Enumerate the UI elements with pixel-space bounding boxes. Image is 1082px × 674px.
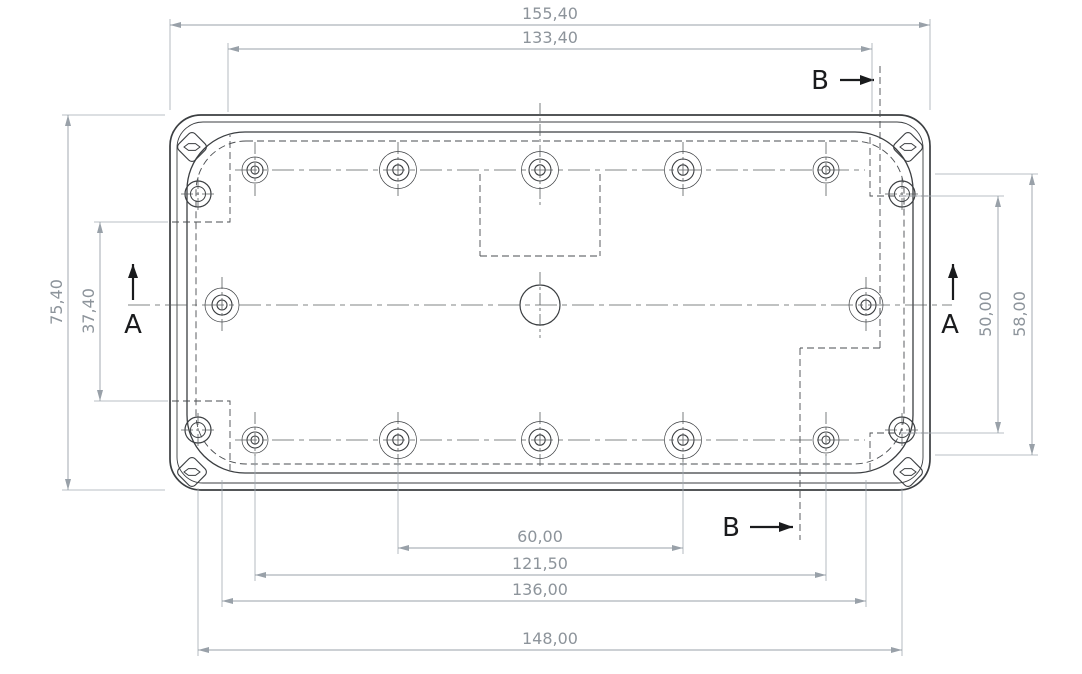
corner-screw-hole xyxy=(884,176,920,212)
dim-label-bottom-row-width: 121,50 xyxy=(512,554,568,573)
dimension-overall-width: 155,40 xyxy=(169,4,931,110)
dim-label-overall-width: 155,40 xyxy=(522,4,578,23)
dimension-bottom-boss-spacing: 60,00 xyxy=(397,462,684,554)
corner-screw-hole xyxy=(180,412,216,448)
dimension-right-outer-height: 58,00 xyxy=(935,173,1038,456)
enclosure-outline xyxy=(169,114,931,491)
section-b-bottom-label: B xyxy=(722,513,740,543)
dim-label-right-inner-height: 50,00 xyxy=(976,291,995,337)
dim-label-side-boss-spacing: 136,00 xyxy=(512,580,568,599)
dim-label-bottom-boss-spacing: 60,00 xyxy=(517,527,563,546)
corner-screw-hole xyxy=(884,412,920,448)
dimension-mounting-hole-spacing: 148,00 xyxy=(197,488,903,656)
dimension-bottom-row-width: 121,50 xyxy=(254,456,827,581)
section-b-cut-line xyxy=(799,66,881,540)
dim-label-right-outer-height: 58,00 xyxy=(1010,291,1029,337)
corner-latch-icon xyxy=(891,130,925,164)
inner-hidden-edge xyxy=(195,140,905,465)
outer-edge-inner-step xyxy=(176,121,924,484)
dimension-left-partial-height: 37,40 xyxy=(79,221,168,402)
section-b-top-label: B xyxy=(811,66,829,96)
hidden-edges xyxy=(172,135,928,470)
dimension-overall-height: 75,40 xyxy=(47,114,165,491)
section-marks: B B A A xyxy=(124,66,959,543)
dimension-inner-width: 133,40 xyxy=(227,28,873,112)
dim-label-left-partial-height: 37,40 xyxy=(79,288,98,334)
section-a-right-label: A xyxy=(941,310,959,340)
outer-edge xyxy=(169,114,931,491)
inner-wall-edge xyxy=(186,131,914,474)
dim-label-mounting-hole-spacing: 148,00 xyxy=(522,629,578,648)
dim-label-overall-height: 75,40 xyxy=(47,279,66,325)
dimension-right-inner-height: 50,00 xyxy=(900,195,1004,434)
corner-latch-icon xyxy=(175,130,209,164)
section-a-left-label: A xyxy=(124,310,142,340)
dimension-side-boss-spacing: 136,00 xyxy=(221,480,867,607)
corner-screw-hole xyxy=(180,176,216,212)
dim-label-inner-width: 133,40 xyxy=(522,28,578,47)
